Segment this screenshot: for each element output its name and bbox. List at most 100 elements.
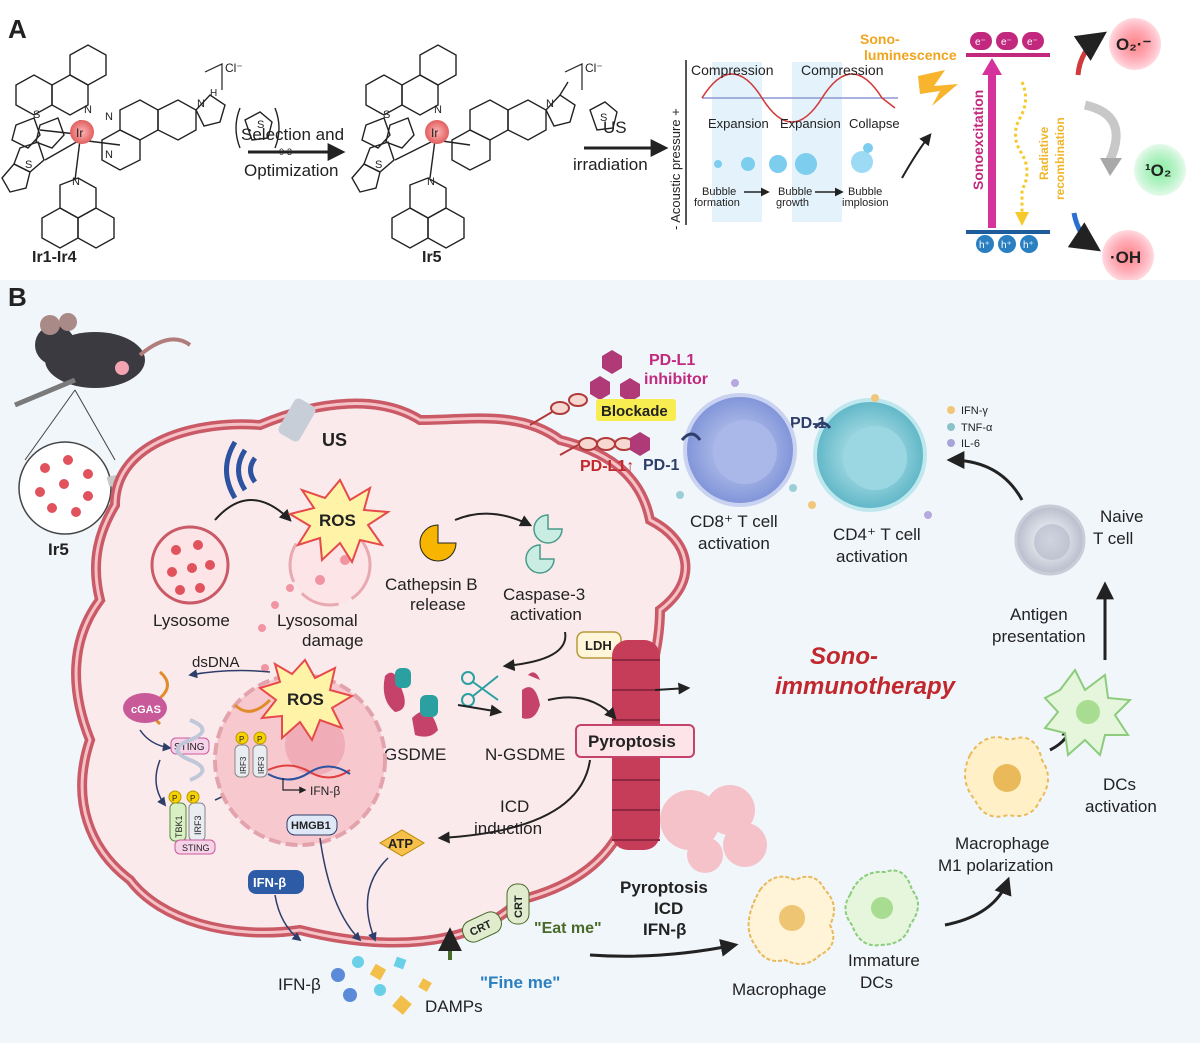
ifnb-box	[248, 870, 304, 894]
irf3-badge-3	[252, 744, 268, 778]
ir-atom-label-2: Ir	[431, 126, 438, 140]
shade-band-2	[792, 62, 842, 222]
pd1-label-cd4: PD-1	[790, 415, 827, 432]
legend-il6-label: IL-6	[961, 438, 980, 450]
ifnb-gene-label: IFN-β	[310, 784, 340, 798]
singlet-oxygen-arrow	[1083, 100, 1121, 162]
bubble-medium2-icon	[769, 155, 787, 173]
expansion-label-1: Expansion	[708, 116, 769, 131]
selection-label-line1: Selection and	[241, 125, 344, 144]
ldh-release-arrow	[654, 682, 691, 695]
iridium-center-icon-2	[425, 120, 449, 144]
bubble-medium-icon	[741, 157, 755, 171]
tumor-cell-membrane	[71, 398, 691, 948]
band-diagram: Sono- luminescence e⁻ e⁻ e⁻ h⁺ h⁺ h⁺ Son…	[860, 18, 1186, 282]
legend-il6-dot	[947, 439, 955, 447]
er-membrane-icon	[175, 718, 205, 782]
panel-b-label: B	[8, 282, 27, 312]
electron-2-icon	[996, 32, 1018, 50]
cleavage-arrow	[457, 704, 503, 717]
summary-ifnb: IFN-β	[643, 920, 686, 939]
cd8-nucleus	[713, 420, 777, 484]
panel-a: A Ir S S	[1, 14, 1186, 282]
n-atom-label-5: N	[197, 98, 205, 110]
caspase-to-gsdme-arrow	[502, 631, 567, 672]
cytokine-dots	[676, 379, 932, 519]
structure-ir1-ir4	[1, 44, 280, 249]
structure-ir5	[351, 44, 618, 249]
shade-band-1	[712, 62, 762, 222]
pd1-receptor-cd4	[813, 421, 832, 429]
immature-dc-label-2: DCs	[860, 973, 893, 992]
find-me-label: "Fine me"	[480, 973, 560, 992]
sonoexcitation-label: Sonoexcitation	[970, 90, 986, 190]
bubble-implosion-1: Bubble	[848, 186, 882, 198]
electron-3-icon	[1022, 32, 1044, 50]
naive-label-1: Naive	[1100, 507, 1143, 526]
pdl1-inhibitor-label-1: PD-L1	[649, 352, 695, 369]
summary-icd: ICD	[654, 899, 683, 918]
hydroxyl-glow	[1102, 230, 1154, 282]
damps-icon	[331, 956, 432, 1015]
ifnb-transcription-arrow	[282, 778, 307, 794]
hole-3-icon	[1020, 235, 1038, 253]
bubble-burst-icon	[863, 143, 873, 153]
antigen-label-2: presentation	[992, 627, 1086, 646]
legend-ifng-dot	[947, 406, 955, 414]
blockade-label: Blockade	[601, 403, 668, 420]
mouse-icon	[14, 313, 192, 408]
bubble-formation-1: Bubble	[702, 186, 736, 198]
legend-ifng-label: IFN-γ	[961, 405, 988, 417]
nucleolus-icon	[285, 715, 345, 775]
us-label: US	[603, 118, 627, 137]
lysosomal-damage-2: damage	[302, 631, 363, 650]
hole-1-icon	[976, 235, 994, 253]
macrophage-label: Macrophage	[732, 980, 827, 999]
pd1-label-cd8: PD-1	[643, 457, 680, 474]
sting-badge-2	[174, 839, 216, 855]
sonoluminescence-2: luminescence	[864, 47, 957, 63]
ros-label-2: ROS	[287, 690, 324, 709]
collapse-label: Collapse	[849, 116, 900, 131]
dc-activation-label-2: activation	[1085, 797, 1157, 816]
superoxide-glow	[1109, 18, 1161, 70]
ldh-label: LDH	[585, 638, 612, 653]
counterion-label-1: Cl⁻	[225, 61, 243, 75]
phospho-label-1: P	[172, 794, 177, 803]
crt-badge-2	[506, 883, 530, 925]
dying-cell-icon	[660, 785, 767, 873]
s-atom-label-3: S	[257, 119, 264, 131]
electron-label-2: e⁻	[1001, 37, 1012, 48]
caspase-icon-1	[533, 514, 563, 544]
blockade-badge	[596, 399, 676, 421]
bubble-implode-icon	[851, 151, 873, 173]
electron-label-3: e⁻	[1027, 37, 1038, 48]
damps-label: DAMPs	[425, 997, 483, 1016]
compression-label-2: Compression	[801, 62, 883, 78]
cgas-icon	[123, 693, 167, 723]
bubble-large-icon	[795, 153, 817, 175]
pdl1-receptors	[529, 393, 634, 456]
phospho-icon-2	[186, 790, 200, 804]
panel-b: B Ir5 US	[0, 280, 1200, 1043]
irf3-label-1: IRF3	[193, 815, 203, 835]
s-atom-label-5: S	[375, 159, 382, 171]
us-cell-label: US	[322, 430, 347, 450]
dsdna-arrow	[188, 669, 271, 679]
scissors-icon	[461, 671, 499, 707]
counterion-bracket-2	[564, 63, 583, 90]
pyroptosis-label: Pyroptosis	[588, 732, 676, 751]
sono-immunotherapy-2: immunotherapy	[775, 673, 957, 700]
phospho-label-3: P	[239, 735, 244, 744]
cathepsin-to-caspase-arrow	[454, 512, 533, 527]
ir5-mouse-label: Ir5	[48, 540, 69, 559]
lysosome-particles	[167, 540, 215, 595]
sono-arrow	[901, 133, 932, 179]
n-gsdme-label: N-GSDME	[485, 745, 565, 764]
caspase-icon-2	[525, 544, 555, 574]
compression-label-1: Compression	[691, 62, 773, 78]
ngsdme-to-pore-arrow	[547, 696, 617, 720]
n-atom-label-1: N	[84, 104, 92, 116]
zoom-lines	[24, 389, 116, 461]
